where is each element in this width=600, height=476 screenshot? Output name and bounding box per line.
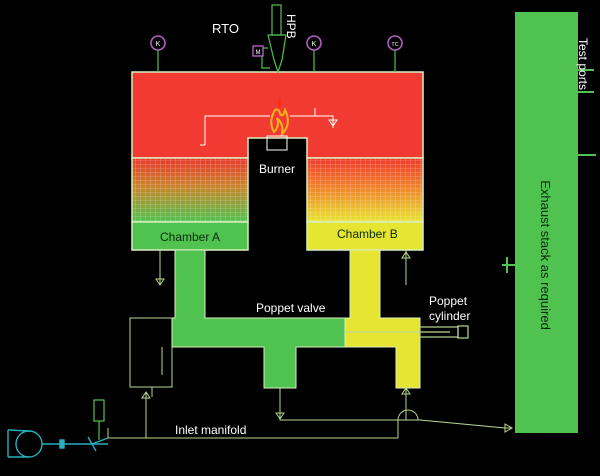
svg-text:Chamber A: Chamber A [160, 230, 220, 244]
chamber-a: Chamber A [131, 157, 249, 251]
svg-text:Chamber B: Chamber B [337, 227, 398, 241]
chamber-b: Chamber B [306, 157, 424, 251]
svg-text:cylinder: cylinder [429, 309, 470, 323]
svg-text:K: K [156, 41, 161, 48]
process-piping [107, 250, 514, 439]
duct-chamber-a [171, 249, 346, 389]
exhaust-stack: Exhaust stack as required [515, 12, 578, 433]
poppet-valve-label: Poppet valve [256, 301, 326, 315]
instrument-k2: K [306, 35, 322, 51]
test-ports: Test ports [502, 38, 596, 273]
burner-label: Burner [259, 162, 295, 176]
poppet-cylinder: Poppet cylinder [345, 294, 470, 339]
svg-text:Poppet: Poppet [429, 294, 468, 308]
instrument-tc: TC [387, 35, 403, 51]
inlet-manifold-label: Inlet manifold [175, 423, 246, 437]
blower-fan-icon [7, 429, 109, 458]
burner-flame-icon [266, 96, 289, 151]
rto-label: RTO [212, 21, 239, 36]
damper-actuator [93, 399, 105, 440]
combustion-chamber [131, 71, 424, 159]
duct-chamber-b [344, 249, 421, 389]
instrument-k1: K [150, 35, 166, 51]
svg-text:Exhaust stack as required: Exhaust stack as required [538, 180, 553, 330]
svg-text:TC: TC [391, 42, 398, 48]
instrument-m: M [252, 45, 264, 57]
svg-text:M: M [256, 50, 261, 56]
svg-text:Test ports: Test ports [576, 38, 590, 90]
hpb-label: HPB [284, 14, 298, 39]
svg-text:K: K [312, 41, 317, 48]
instrument-lines [157, 4, 396, 74]
